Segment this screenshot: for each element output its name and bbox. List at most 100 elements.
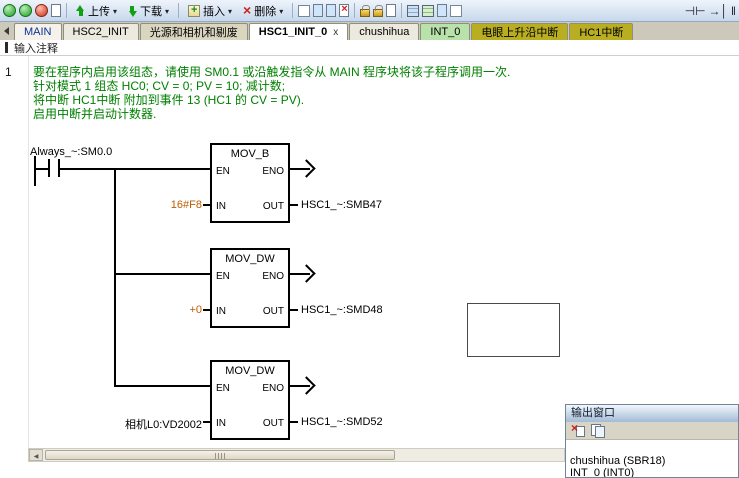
online-icon[interactable] bbox=[19, 4, 32, 17]
chevron-down-icon bbox=[228, 5, 232, 17]
output-window-toolbar bbox=[566, 421, 738, 440]
insert-icon bbox=[188, 4, 201, 17]
out-operand[interactable]: HSC1_~:SMB47 bbox=[301, 199, 383, 211]
contact-bar-icon[interactable] bbox=[58, 159, 60, 177]
pin-label-en: EN bbox=[216, 271, 230, 282]
instruction-title: MOV_DW bbox=[225, 365, 275, 377]
pin-label-out: OUT bbox=[262, 306, 284, 317]
table-icon[interactable] bbox=[407, 4, 420, 17]
insert-wire-icon[interactable] bbox=[709, 1, 729, 21]
wire-segment bbox=[34, 168, 48, 170]
comment-line: 针对模式 1 组态 HC0; CV = 0; PV = 10; 减计数; bbox=[33, 79, 286, 93]
wire-segment bbox=[290, 204, 298, 206]
download-button[interactable]: 下载 bbox=[124, 1, 173, 21]
branch-wire bbox=[114, 168, 116, 387]
clear-output-icon[interactable] bbox=[571, 421, 585, 437]
delete-page-icon[interactable] bbox=[339, 3, 350, 17]
tab-hsc2-init[interactable]: HSC2_INIT bbox=[62, 23, 139, 40]
output-line[interactable]: INT_0 (INT0) bbox=[570, 467, 635, 477]
in-operand[interactable]: +0 bbox=[189, 304, 202, 316]
insert-rail-icon[interactable] bbox=[731, 1, 736, 21]
insert-button[interactable]: 插入 bbox=[184, 1, 236, 21]
network-comment[interactable]: 要在程序内启用该组态，请使用 SM0.1 或沿触发指令从 MAIN 程序块将该子… bbox=[33, 65, 510, 121]
network-number: 1 bbox=[5, 65, 12, 79]
copy-output-icon[interactable] bbox=[591, 424, 605, 438]
toolbar-separator bbox=[292, 3, 294, 18]
bookmark-icon[interactable] bbox=[437, 4, 448, 17]
tab-label: MAIN bbox=[24, 26, 52, 38]
tab-hsc1-init-0[interactable]: HSC1_INIT_0 x bbox=[248, 23, 349, 40]
insert-label: 插入 bbox=[203, 5, 226, 18]
comment-line: 启用中断并启动计数器. bbox=[33, 107, 157, 121]
tab-bar: MAIN HSC2_INIT 光源和相机和剔废 HSC1_INIT_0 x ch… bbox=[0, 22, 739, 40]
output-window-title: 输出窗口 bbox=[566, 405, 738, 422]
toolbar-separator bbox=[66, 3, 67, 18]
wire-segment bbox=[114, 273, 210, 275]
output-line[interactable]: chushihua (SBR18) bbox=[570, 455, 666, 467]
pin-label-eno: ENO bbox=[262, 383, 284, 394]
status-chart-icon[interactable] bbox=[422, 4, 435, 17]
download-arrow-icon bbox=[128, 5, 138, 17]
tab-main[interactable]: MAIN bbox=[14, 23, 62, 40]
in-operand[interactable]: 16#F8 bbox=[170, 199, 202, 211]
mov-b-block[interactable]: MOV_B EN ENO IN OUT bbox=[210, 143, 290, 223]
delete-button[interactable]: 删除 bbox=[239, 1, 287, 21]
output-window-body: chushihua (SBR18) INT_0 (INT0) bbox=[566, 440, 738, 477]
upload-button[interactable]: 上传 bbox=[72, 1, 121, 21]
contact-operand[interactable]: Always_~:SM0.0 bbox=[30, 146, 113, 158]
comment-line: 要在程序内启用该组态，请使用 SM0.1 或沿触发指令从 MAIN 程序块将该子… bbox=[33, 65, 511, 79]
contact-bar-icon[interactable] bbox=[48, 159, 50, 177]
tab-label: HC1中断 bbox=[579, 27, 624, 39]
upload-arrow-icon bbox=[76, 4, 85, 17]
pin-label-out: OUT bbox=[262, 418, 284, 429]
bookmark-next-icon[interactable] bbox=[450, 4, 463, 17]
wire-segment bbox=[114, 385, 210, 387]
unlock-icon[interactable] bbox=[373, 5, 384, 17]
upload-label: 上传 bbox=[88, 5, 110, 18]
document-icon[interactable] bbox=[51, 4, 61, 17]
pin-label-in: IN bbox=[216, 418, 226, 429]
wire-segment bbox=[203, 204, 210, 206]
pin-label-out: OUT bbox=[262, 201, 284, 212]
tab-dianyan-interrupt[interactable]: 电眼上升沿中断 bbox=[471, 23, 569, 40]
pin-label-en: EN bbox=[216, 383, 230, 394]
tab-guangyuan-xiangji[interactable]: 光源和相机和剔废 bbox=[139, 23, 248, 40]
horizontal-scrollbar[interactable] bbox=[28, 448, 565, 462]
wire-segment bbox=[290, 168, 310, 170]
comment-cursor-icon bbox=[5, 42, 8, 53]
copy-icon[interactable] bbox=[313, 4, 324, 17]
lock-icon[interactable] bbox=[360, 5, 371, 17]
empty-selection-box[interactable] bbox=[467, 303, 560, 357]
tab-chushihua[interactable]: chushihua bbox=[349, 23, 420, 40]
tab-scroll-left-icon[interactable] bbox=[4, 27, 9, 35]
delete-label: 删除 bbox=[254, 5, 277, 18]
out-operand[interactable]: HSC1_~:SMD52 bbox=[301, 416, 383, 428]
wire-segment bbox=[290, 421, 298, 423]
insert-branch-icon[interactable] bbox=[685, 1, 706, 21]
mov-dw-block-1[interactable]: MOV_DW EN ENO IN OUT bbox=[210, 248, 290, 328]
card-icon[interactable] bbox=[386, 4, 397, 17]
main-toolbar: 上传 下载 插入 删除 bbox=[0, 0, 739, 22]
scroll-left-button[interactable] bbox=[29, 449, 43, 461]
tab-label: HSC2_INIT bbox=[72, 26, 129, 38]
scrollbar-thumb[interactable] bbox=[45, 450, 395, 460]
tab-label: 光源和相机和剔废 bbox=[149, 27, 238, 39]
wire-segment bbox=[290, 273, 310, 275]
mov-dw-block-2[interactable]: MOV_DW EN ENO IN OUT bbox=[210, 360, 290, 440]
network-comment-bar[interactable]: 输入注释 bbox=[0, 40, 739, 56]
tab-close-icon[interactable]: x bbox=[333, 26, 339, 38]
comment-bar-label: 输入注释 bbox=[14, 42, 58, 55]
run-icon[interactable] bbox=[3, 4, 16, 17]
chevron-down-icon bbox=[113, 5, 117, 17]
download-label: 下载 bbox=[140, 5, 163, 18]
tab-int-0[interactable]: INT_0 bbox=[420, 23, 471, 40]
instruction-title: MOV_B bbox=[230, 148, 270, 160]
paste-icon[interactable] bbox=[326, 4, 337, 17]
stop-icon[interactable] bbox=[35, 4, 48, 17]
select-box-icon[interactable] bbox=[298, 4, 311, 17]
tab-hc1-interrupt[interactable]: HC1中断 bbox=[569, 23, 634, 40]
ladder-editor[interactable]: 1 要在程序内启用该组态，请使用 SM0.1 或沿触发指令从 MAIN 程序块将… bbox=[0, 56, 739, 478]
out-operand[interactable]: HSC1_~:SMD48 bbox=[301, 304, 383, 316]
in-operand[interactable]: 相机L0:VD2002 bbox=[124, 419, 202, 431]
